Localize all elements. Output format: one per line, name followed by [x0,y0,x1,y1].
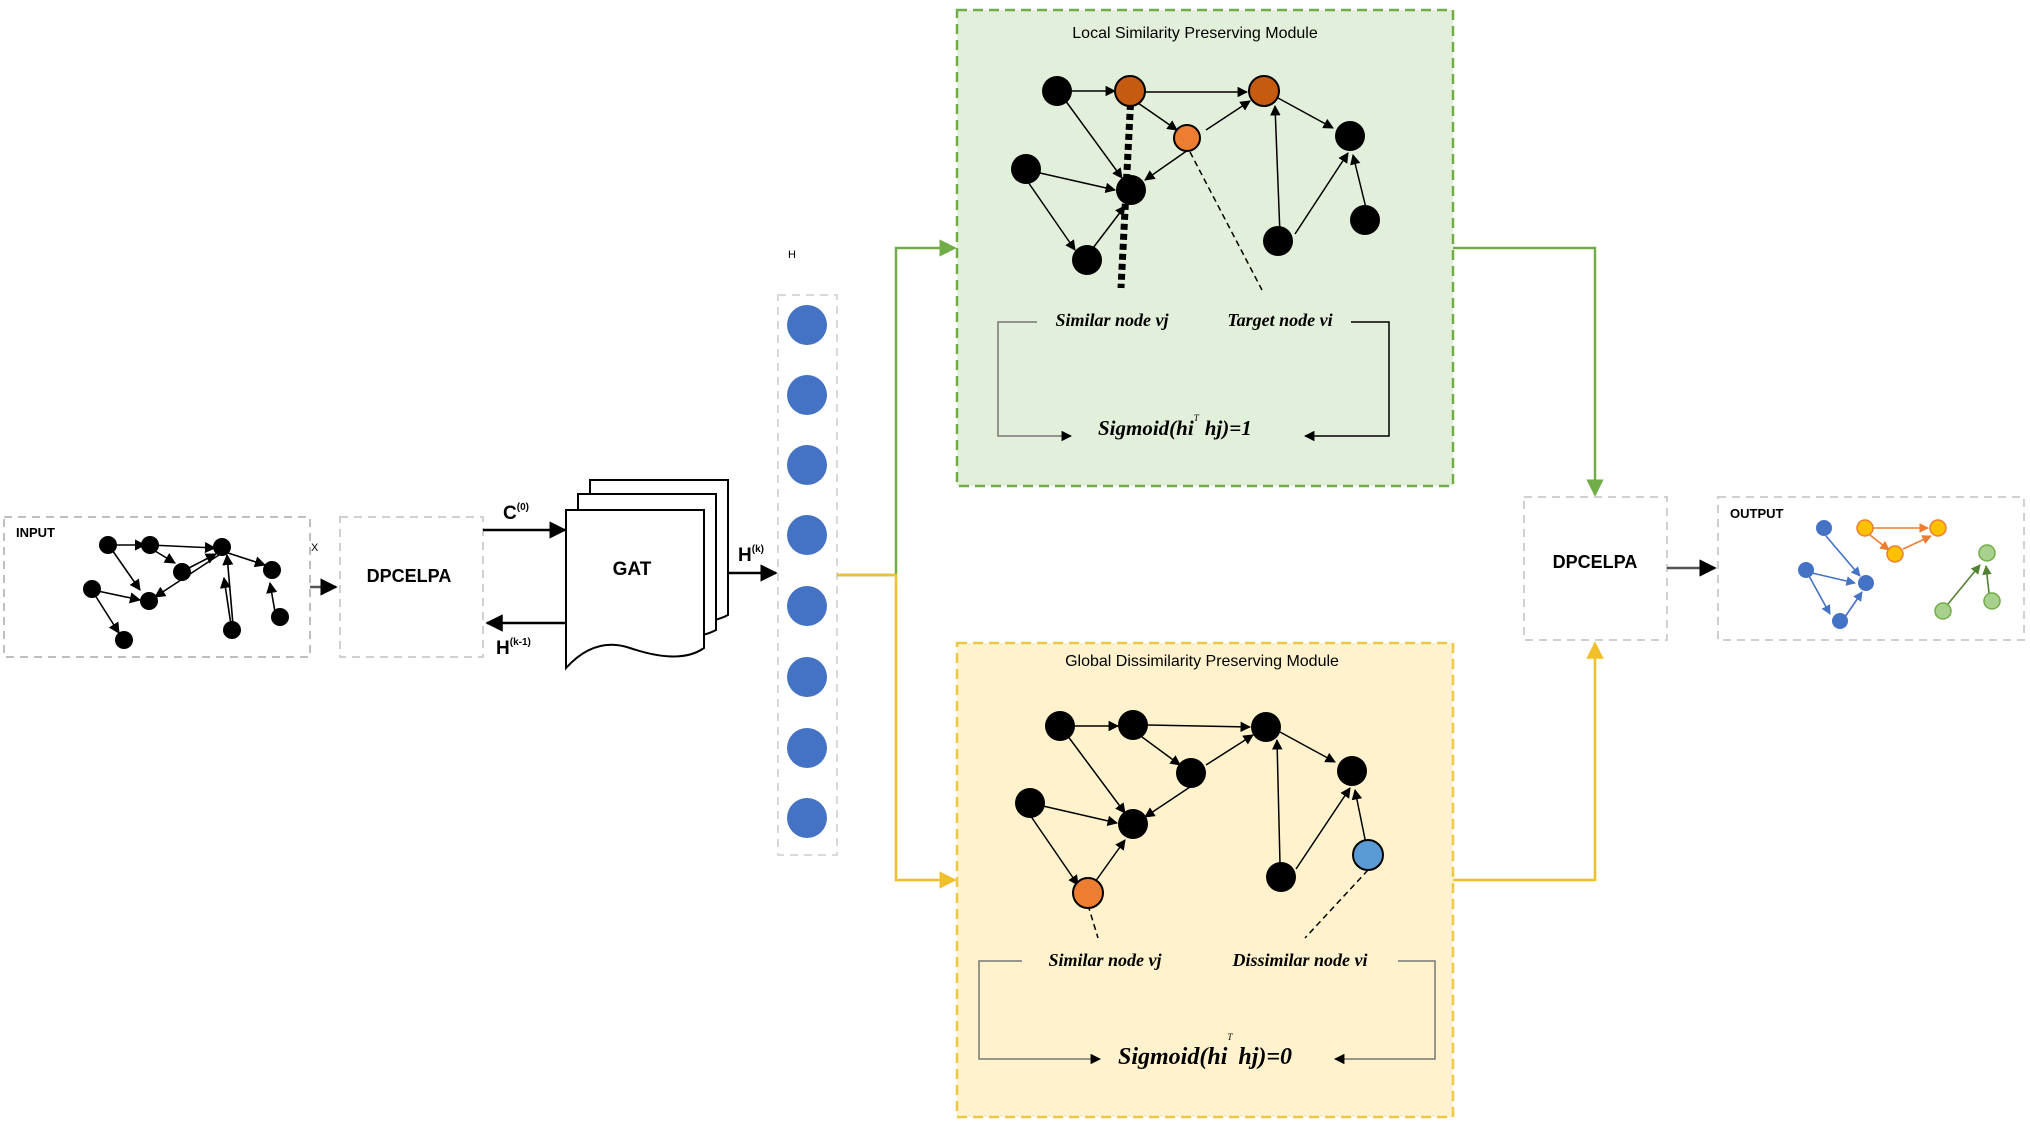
graph-node [1045,711,1075,741]
input-graph-edges [92,539,278,634]
dissimilar-node [1352,839,1384,871]
embedding-node [787,798,827,838]
graph-node [1015,788,1045,818]
graph-node [1266,862,1296,892]
dpcelpa-left-box [339,516,484,658]
embedding-node [787,657,827,697]
gat-layer-front [565,509,705,671]
graph-node [1263,226,1293,256]
hk-label: H(k) [738,544,764,566]
graph-node [1042,76,1072,106]
embedding-nodes [787,305,827,838]
graph-node [1011,154,1041,184]
dissimilar-node-pointer [1304,869,1369,939]
similar-node [1248,75,1280,107]
global-bracket [978,960,1436,1065]
dpcelpa-right-panel: DPCELPA [1523,496,1668,641]
graph-node [1118,710,1148,740]
global-module: Global Dissimilarity Preserving Module [955,641,1455,1119]
local-graph-nodes [1011,75,1380,275]
embedding-node [787,728,827,768]
x-label: X [311,542,319,554]
split-connectors [837,239,957,889]
dpcelpa-right-box [1523,496,1668,641]
graph-node [1118,809,1148,839]
embedding-column: H [777,249,838,856]
c0-label: C(0) [503,502,529,524]
target-node [1173,124,1201,152]
graph-node [1116,175,1146,205]
local-to-dpcelpa-connector [1453,246,1604,497]
input-label: INPUT [16,525,55,540]
graph-node [1335,121,1365,151]
global-to-dpcelpa-connector [1453,641,1604,882]
gat-label: GAT [613,559,652,580]
graph-node [1337,756,1367,786]
output-label: OUTPUT [1730,506,1784,521]
global-graph-nodes [1015,710,1384,909]
merge-connectors [1453,246,1604,882]
output-green-nodes [1934,544,2001,620]
to-global-connector [837,573,957,889]
embedding-node [787,375,827,415]
h-label: H [788,249,796,261]
embedding-node [787,305,827,345]
output-green-edges [1947,564,1992,605]
graph-node [1072,245,1102,275]
to-local-connector [837,239,957,577]
similar-node-pointer [1087,904,1099,939]
local-module-box [955,8,1455,488]
global-dissimilar-label: Dissimilar node vi [1231,950,1367,970]
output-orange-edges [1869,523,1932,551]
output-blue-edges [1808,535,1863,618]
global-similar-label: Similar node vj [1048,950,1162,970]
hk1-label: H(k-1) [496,637,531,659]
dpcelpa-left-label: DPCELPA [367,566,452,586]
graph-node [1350,205,1380,235]
local-bracket [997,321,1390,442]
input-graph-nodes [83,536,289,649]
dpcelpa-left-panel: DPCELPA [339,516,484,658]
embedding-node [787,515,827,555]
local-similar-label: Similar node vj [1055,310,1169,330]
local-graph-edges [1027,85,1367,251]
output-blue-nodes [1798,520,1874,629]
gat-block: GAT [565,479,729,671]
similar-node-pointer [1117,93,1135,289]
graph-node [1251,712,1281,742]
global-module-title: Global Dissimilarity Preserving Module [1065,653,1339,670]
similar-node [1072,877,1104,909]
global-graph-edges [1029,720,1367,886]
output-panel: OUTPUT [1717,496,2025,641]
target-node-pointer [1189,151,1263,291]
embedding-node [787,586,827,626]
output-orange-nodes [1856,519,1947,563]
local-module: Local Similarity Preserving Module [955,8,1455,488]
input-panel: INPUT X [3,516,319,658]
local-target-label: Target node vi [1227,310,1332,330]
local-module-title: Local Similarity Preserving Module [1072,25,1318,42]
similar-node [1114,75,1146,107]
graph-node [1176,758,1206,788]
global-module-box [955,641,1455,1119]
embedding-node [787,445,827,485]
global-formula: Sigmoid(hiThj)=0 [1118,1032,1292,1070]
dpcelpa-right-label: DPCELPA [1553,552,1638,572]
